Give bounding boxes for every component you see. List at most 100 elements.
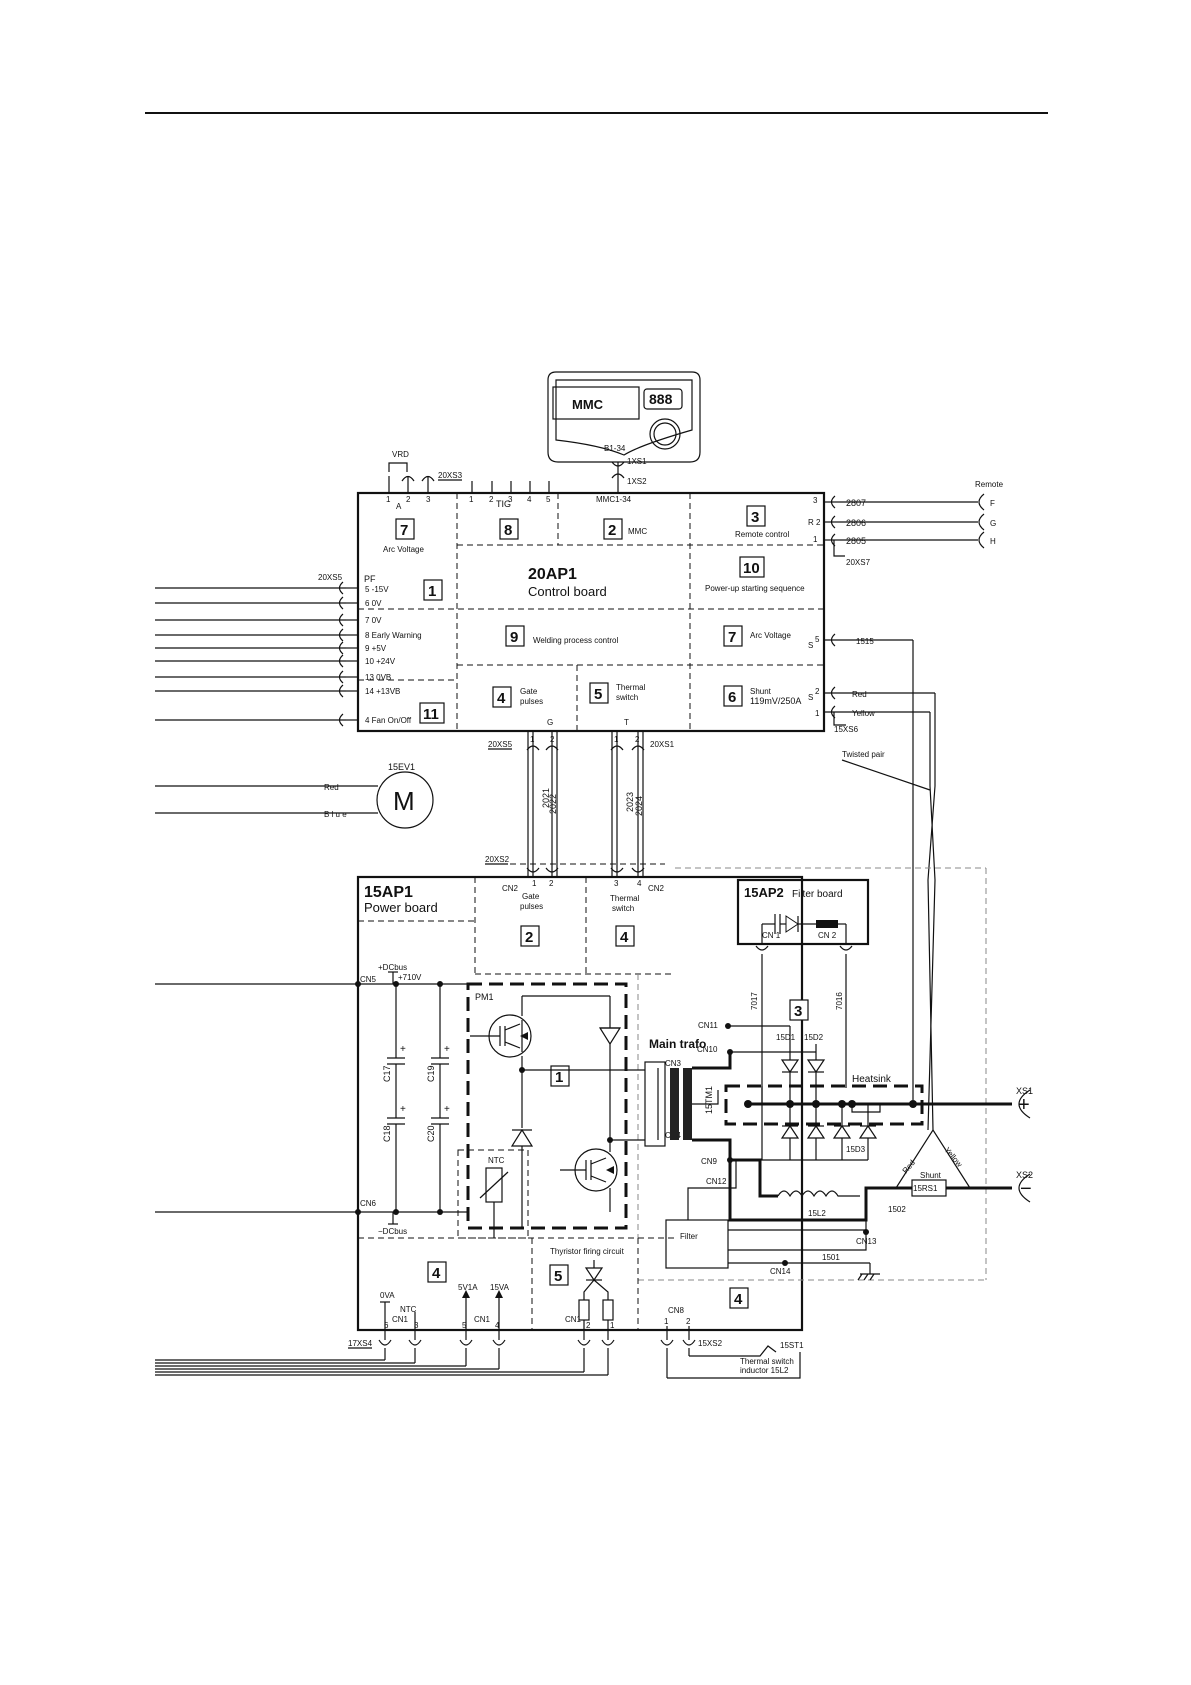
block-9-num: 9	[510, 629, 518, 646]
st1-note1: Thermal switch	[740, 1357, 794, 1366]
wire-1501: 1501	[822, 1253, 840, 1262]
thyristor-pin-1: 1	[610, 1321, 615, 1330]
pin-7: 7 0V	[365, 616, 382, 625]
tig-label: TIG	[496, 499, 511, 509]
cn11-label: CN11	[698, 1021, 718, 1030]
trafo-core	[670, 1068, 679, 1140]
xs1-bottom-label: 20XS1	[650, 740, 675, 749]
filter-board-id: 15AP2	[744, 885, 784, 900]
pm1-label: PM1	[475, 992, 494, 1002]
wire-2807: 2807	[846, 498, 866, 508]
block-9-label: Welding process control	[533, 636, 618, 645]
inductor-label: 15L2	[808, 1209, 826, 1218]
block4a-pin-4: 4	[495, 1321, 500, 1330]
xs2-minus: −	[1020, 1178, 1032, 1200]
xs2-15-label: 15XS2	[698, 1339, 723, 1348]
mmc-xs1: 1XS1	[627, 457, 647, 466]
tig-pin-1: 1	[469, 495, 474, 504]
shunt-red: Red	[901, 1158, 917, 1175]
vrd-label: VRD	[392, 450, 409, 459]
gate-pin-2: 2	[549, 879, 554, 888]
conn-a-pin-1: 1	[386, 495, 391, 504]
mmc-xs2: 1XS2	[627, 477, 647, 486]
c17-label: C17	[382, 1065, 392, 1082]
conn-a-pin-2: 2	[406, 495, 411, 504]
remote-pin-2: R 2	[808, 518, 821, 527]
wire-7016: 7016	[835, 992, 844, 1010]
block4a-pin-3: 3	[414, 1321, 419, 1330]
shunt-yellow: Yellow	[942, 1146, 964, 1169]
fan-motor: 15EV1 M Red B l u e	[155, 762, 434, 829]
block4a-pin-6: 6	[384, 1321, 389, 1330]
thyristor-num: 5	[554, 1268, 562, 1285]
block-5-label2: switch	[616, 693, 638, 702]
block-5-label1: Thermal	[616, 683, 646, 692]
block-1-num: 1	[428, 583, 436, 600]
block-5-pin: T	[624, 718, 629, 727]
trafo-primary-box	[644, 1061, 666, 1147]
tig-pin-3: 3	[508, 495, 513, 504]
c18-label: C18	[382, 1125, 392, 1142]
power-board-15ap1: 15AP1 Power board CN2 1 2 Gate pulses 2 …	[155, 867, 987, 1340]
cn10-label: CN10	[697, 1045, 718, 1054]
thermal-num: 4	[620, 929, 629, 946]
control-board-id: 20AP1	[528, 566, 577, 583]
mmc-connector-label: B1-34	[604, 444, 626, 453]
s5-label: S	[808, 641, 813, 650]
mmc-knob	[649, 418, 681, 450]
block-7a-num: 7	[400, 522, 408, 539]
c18-plus: +	[400, 1104, 406, 1115]
thermal-pin-3: 3	[614, 879, 619, 888]
block4a-ntc: NTC	[400, 1305, 417, 1314]
xs2-output-label: XS2	[1016, 1170, 1033, 1180]
thyristor-label: Thyristor firing circuit	[550, 1247, 625, 1256]
main-trafo-label: Main trafo	[649, 1037, 706, 1051]
thermal-label2: switch	[612, 904, 634, 913]
wire-2021: 2021	[541, 788, 551, 808]
wire-2024: 2024	[634, 796, 644, 816]
block4a-cn1: CN1	[392, 1315, 409, 1324]
mmc-panel: MMC 888 B1-34 1XS1 1XS2	[547, 371, 701, 488]
power-board-id: 15AP1	[364, 884, 413, 901]
wire-1502: 1502	[888, 1205, 906, 1214]
block4a-cn1b: CN1	[474, 1315, 491, 1324]
remote-plug-g: G	[990, 519, 996, 528]
wire-2022: 2022	[548, 794, 558, 814]
xs6-label: 15XS6	[834, 725, 859, 734]
diode-15d3: 15D3	[846, 1145, 866, 1154]
tig-pin-4: 4	[527, 495, 532, 504]
pm1-num: 1	[555, 1069, 563, 1086]
c20-plus: +	[444, 1104, 450, 1115]
wire-1515: 1515	[856, 637, 874, 646]
remote-connector: Remote 3 R 2 1 2807 2806 2805 F G H 20XS…	[808, 480, 1004, 567]
block4b-num: 4	[734, 1291, 743, 1308]
xs5-bottom-label: 20XS5	[488, 740, 513, 749]
heatsink-label: Heatsink	[852, 1074, 892, 1085]
wire-2805: 2805	[846, 536, 866, 546]
thyristor-pin-2: 2	[586, 1321, 591, 1330]
conn-a-label: A	[396, 502, 402, 511]
left-xs-label: 20XS5	[318, 573, 343, 582]
filter-board-15ap2: 15AP2 Filter board CN 1 CN 2 7017 7016 3	[736, 878, 870, 1160]
trafo-id: 15TM1	[704, 1086, 714, 1114]
v710-label: +710V	[398, 973, 422, 982]
s2-label: S	[808, 693, 813, 702]
filter-block	[665, 1219, 729, 1269]
block4a-pin-5: 5	[462, 1321, 467, 1330]
pin-10: 10 +24V	[365, 657, 396, 666]
block-3-label: Remote control	[735, 530, 789, 539]
wire-2023: 2023	[625, 792, 635, 812]
wire-7017: 7017	[750, 992, 759, 1010]
remote-pin-1: 1	[813, 535, 818, 544]
block4a-num: 4	[432, 1265, 441, 1282]
block-11-num: 11	[423, 706, 439, 723]
block-7a-label: Arc Voltage	[383, 545, 424, 554]
xs2-label: 20XS2	[485, 855, 510, 864]
block-3-num: 3	[751, 509, 759, 526]
pin-6: 6 0V	[365, 599, 382, 608]
control-board-20ap1: 20AP1 Control board 7 Arc Voltage 8 2 MM…	[356, 491, 826, 733]
motor-blue: B l u e	[324, 810, 347, 819]
wire-2806: 2806	[846, 518, 866, 528]
pin-4: 4 Fan On/Off	[365, 716, 412, 725]
